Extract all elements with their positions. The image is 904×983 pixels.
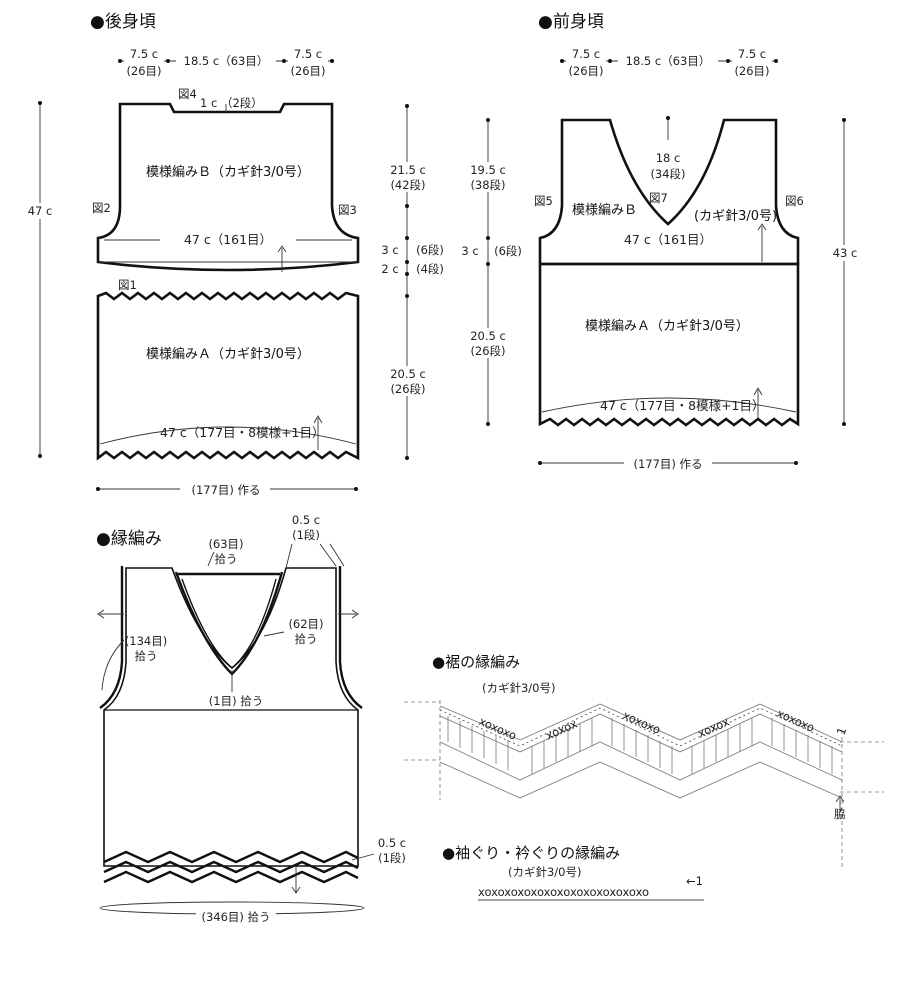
back-bottom-label: (177目) 作る [191, 483, 260, 497]
hem-chart-needle: (カギ針3/0号) [482, 681, 555, 695]
back-title: ●後身頃 [90, 12, 156, 32]
back-fig1: 図1 [118, 278, 137, 292]
front-h-lower-rows: (26段) [470, 344, 505, 358]
front-h-upper: 19.5 c [470, 163, 506, 177]
edging-hem-pick: (346目) 拾う [201, 910, 270, 924]
hem-chart-title: ●裾の縁編み [432, 653, 520, 671]
front-pattern-b: 模様編みＢ [572, 202, 637, 218]
back-pattern-b: 模様編みＢ（カギ針3/0号） [146, 164, 310, 180]
front-v-rows: (34段) [650, 167, 685, 181]
edging-neck-back-pick: 拾う [215, 552, 238, 566]
front-h-upper-rows: (38段) [470, 178, 505, 192]
back-top-mid: 18.5 c（63目） [184, 54, 269, 68]
armhole-chart-title: ●袖ぐり・衿ぐりの縁編み [442, 844, 620, 862]
front-top-right-width: 7.5 c [738, 47, 766, 61]
armhole-chart-panel: ●袖ぐり・衿ぐりの縁編み (カギ針3/0号) xoxoxoxoxoxoxoxox… [442, 844, 704, 901]
edging-vneck-pick: 拾う [295, 632, 318, 646]
front-upper-outline [538, 118, 800, 266]
front-bottom-label: (177目) 作る [633, 457, 702, 471]
front-hem-label: 47 c（177目・8模様+1目） [600, 398, 765, 413]
svg-text:xoxoxo: xoxoxo [477, 714, 519, 743]
hem-chart-row-mark: 1 [834, 725, 850, 737]
edging-vneck-count: (62目) [288, 617, 323, 631]
edging-armhole-pick: 拾う [135, 649, 158, 663]
back-h-lower: 20.5 c [390, 367, 426, 381]
front-h-band-rows: (6段) [494, 244, 522, 258]
front-band-label: 47 c（161目） [624, 232, 712, 247]
edging-center-pick: (1目) 拾う [209, 694, 263, 708]
back-fig2: 図2 [92, 201, 111, 215]
back-hem-label: 47 c（177目・8模様+1目） [160, 425, 325, 440]
back-body-panel: ●後身頃 7.5 c (26目) 18.5 c（63目） 7.5 c (26目)… [24, 12, 444, 497]
svg-text:xoxox: xoxox [544, 716, 580, 742]
back-fig3: 図3 [338, 203, 357, 217]
back-h-band1-rows: (6段) [416, 243, 444, 257]
back-band-label: 47 c（161目） [184, 232, 272, 247]
back-h-band2-rows: (4段) [416, 262, 444, 276]
edging-armhole-count: (134目) [125, 634, 167, 648]
armhole-chart-needle: (カギ針3/0号) [508, 865, 581, 879]
armhole-chart-row-mark: ←1 [686, 874, 703, 888]
edging-hem-width: 0.5 c [378, 836, 406, 850]
back-height-total: 47 c [28, 204, 53, 218]
edging-title: ●縁編み [96, 529, 162, 549]
front-top-mid: 18.5 c（63目） [626, 54, 711, 68]
edging-edge-width: 0.5 c [292, 513, 320, 527]
front-v-depth: 18 c [656, 151, 681, 165]
front-top-left-count: (26目) [568, 64, 603, 78]
front-fig5: 図5 [534, 194, 553, 208]
front-h-lower: 20.5 c [470, 329, 506, 343]
back-h-band2: 2 c [381, 262, 398, 276]
hem-chart-side-label: 脇 [834, 807, 846, 821]
back-lower-outline [96, 291, 360, 461]
front-top-right-count: (26目) [734, 64, 769, 78]
back-h-upper: 21.5 c [390, 163, 426, 177]
front-lower-outline [538, 262, 800, 427]
back-h-lower-rows: (26段) [390, 382, 425, 396]
back-h-band1: 3 c [381, 243, 398, 257]
back-top-left-width: 7.5 c [130, 47, 158, 61]
back-neck-note: 1 c （2段） [200, 96, 263, 110]
front-h-band: 3 c [461, 244, 478, 258]
edging-body-outline [103, 567, 359, 867]
front-needle-b: (カギ針3/0号) [694, 209, 777, 224]
edging-hem-rows: (1段) [378, 851, 406, 865]
front-height-total: 43 c [833, 246, 858, 260]
front-fig7: 図7 [649, 191, 668, 205]
edging-panel: ●縁編み (63目) 拾う 0.5 c (1段) (134目) 拾う (62目)… [96, 513, 406, 924]
edging-edge-rows: (1段) [292, 528, 320, 542]
back-pattern-a: 模様編みＡ（カギ針3/0号） [146, 346, 310, 362]
svg-text:xoxox: xoxox [696, 714, 732, 740]
armhole-chart-stitches: xoxoxoxoxoxoxoxoxoxoxoxoxo [478, 885, 649, 899]
back-top-right-count: (26目) [290, 64, 325, 78]
hem-chart-panel: ●裾の縁編み (カギ針3/0号) xoxoxo xoxox xoxoxo xox… [404, 653, 884, 868]
front-body-panel: ●前身頃 7.5 c (26目) 18.5 c（63目） 7.5 c (26目)… [461, 12, 860, 471]
front-pattern-a: 模様編みＡ（カギ針3/0号） [585, 318, 749, 334]
edging-neck-back-count: (63目) [208, 537, 243, 551]
back-top-left-count: (26目) [126, 64, 161, 78]
back-h-upper-rows: (42段) [390, 178, 425, 192]
front-title: ●前身頃 [538, 12, 604, 32]
back-upper-outline [96, 102, 360, 272]
back-top-right-width: 7.5 c [294, 47, 322, 61]
svg-text:xoxoxo: xoxoxo [621, 708, 663, 737]
front-top-left-width: 7.5 c [572, 47, 600, 61]
back-fig4: 図4 [178, 87, 197, 101]
front-fig6: 図6 [785, 194, 804, 208]
